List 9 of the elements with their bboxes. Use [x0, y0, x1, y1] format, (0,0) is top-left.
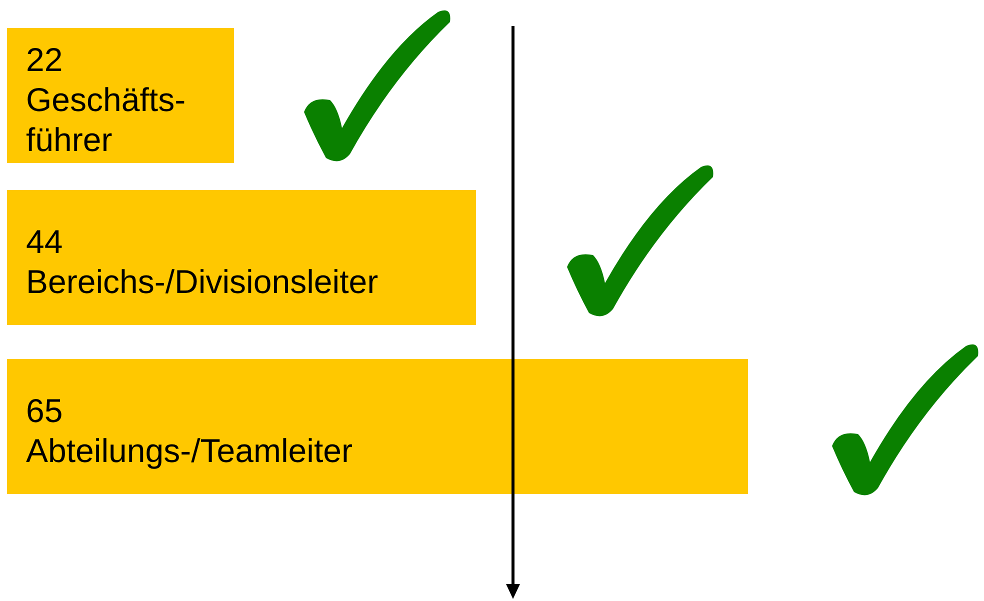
count-text: 44	[26, 222, 63, 262]
role-text: Abteilungs-/Teamleiter	[26, 430, 352, 470]
level-bar	[7, 190, 476, 325]
level-bar	[7, 359, 748, 494]
count-text: 65	[26, 390, 63, 430]
count-text: 22	[26, 40, 63, 80]
level-bar	[7, 28, 234, 163]
role-text: Bereichs-/Divisionsleiter	[26, 262, 378, 302]
role-text: Geschäfts- führer	[26, 80, 187, 160]
